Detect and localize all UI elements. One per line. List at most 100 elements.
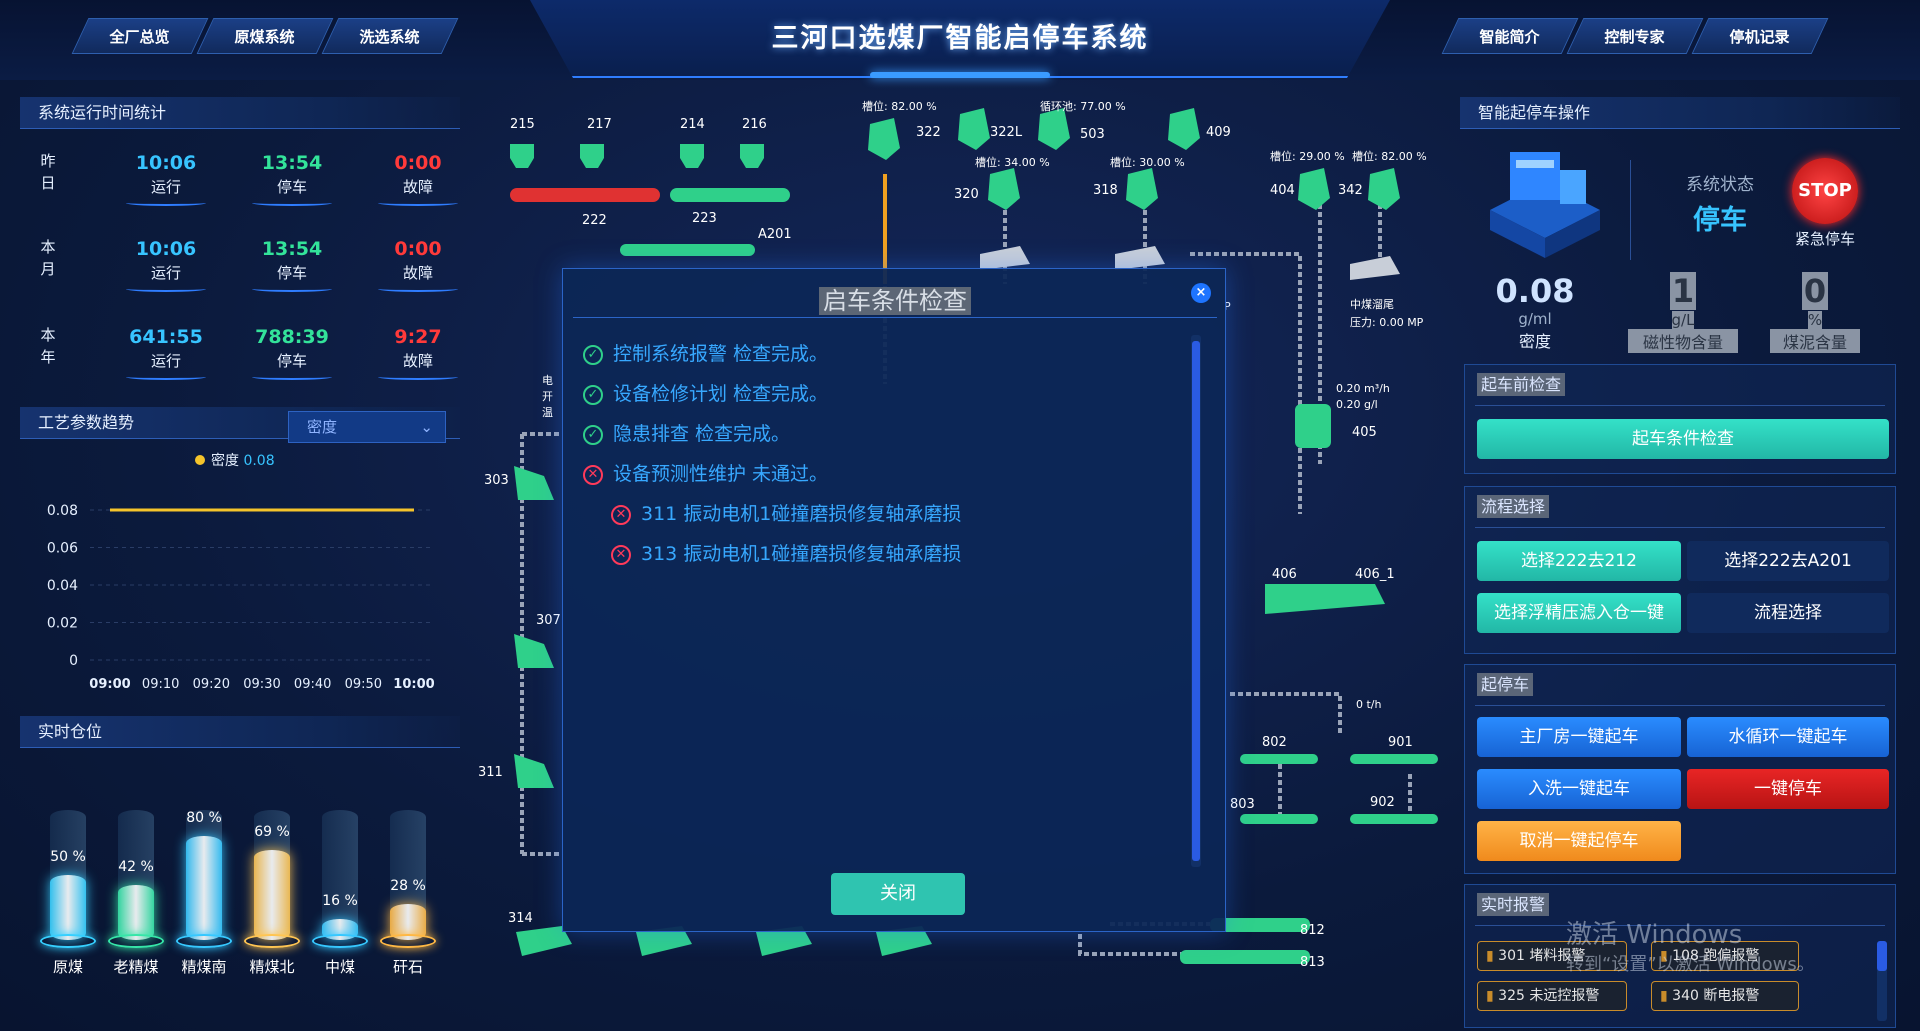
y-tick-label: 0.02 xyxy=(47,616,78,632)
startstop-section: 起停车 主厂房一键起车 水循环一键起车 入洗一键起车 一键停车 取消一键起停车 xyxy=(1464,664,1896,874)
x-tick-label: 09:10 xyxy=(142,677,179,692)
tab-raw-coal[interactable]: 原煤系统 xyxy=(196,18,334,54)
magnetic-readout: 1 g/L 磁性物含量 xyxy=(1628,272,1738,353)
readout: 槽位: 30.00 % xyxy=(1110,155,1185,169)
bin-fill xyxy=(186,836,222,940)
readout: 槽位: 34.00 % xyxy=(975,155,1050,169)
divider xyxy=(1475,705,1885,706)
x-tick-label: 09:40 xyxy=(294,677,331,692)
readout: 循环池: 77.00 % xyxy=(1040,100,1126,113)
alarm-scrollbar[interactable] xyxy=(1877,941,1887,1021)
screen-307 xyxy=(514,634,554,668)
tab-expert[interactable]: 控制专家 xyxy=(1566,18,1704,54)
cancel-startstop-button[interactable]: 取消一键起停车 xyxy=(1477,821,1681,861)
bin-column: 42 %老精煤 xyxy=(108,760,164,980)
emergency-stop-button[interactable]: STOP xyxy=(1792,158,1858,224)
divider xyxy=(1475,527,1885,528)
slime-readout: 0 % 煤泥含量 xyxy=(1770,272,1860,353)
list-item: ✕311 振动电机1碰撞磨损修复轴承磨损 xyxy=(583,499,1163,529)
scrollbar-thumb[interactable] xyxy=(1192,341,1200,861)
check-circle-icon: ✓ xyxy=(583,344,603,365)
eq-label: 812 xyxy=(1300,923,1325,938)
windows-watermark: 激活 Windows xyxy=(1566,920,1743,950)
feeder-icon xyxy=(516,926,572,956)
x-tick-label: 09:50 xyxy=(345,677,382,692)
belt-a201 xyxy=(620,244,755,256)
bin-base xyxy=(380,934,436,948)
readout: 0.20 g/l xyxy=(1336,398,1378,411)
check-circle-icon: ✓ xyxy=(583,424,603,445)
tank-icon xyxy=(1298,168,1330,210)
tab-stop-record[interactable]: 停机记录 xyxy=(1691,18,1829,54)
tank-405 xyxy=(1295,404,1331,448)
bucket-icon xyxy=(580,144,604,168)
machine-icon xyxy=(1470,140,1620,260)
windows-watermark-sub: 转到“设置”以激活 Windows。 xyxy=(1566,954,1815,975)
x-tick-label: 10:00 xyxy=(393,677,434,692)
divider xyxy=(1475,925,1885,926)
alarm-item[interactable]: ▮ 340 断电报警 xyxy=(1651,981,1799,1011)
readout: 压力: 0.00 MP xyxy=(1350,316,1424,329)
flow-222-a201-button[interactable]: 选择222去A201 xyxy=(1687,541,1889,581)
water-cycle-start-button[interactable]: 水循环一键起车 xyxy=(1687,717,1889,757)
alarm-item[interactable]: ▮ 325 未远控报警 xyxy=(1477,981,1627,1011)
bin-column: 69 %精煤北 xyxy=(244,760,300,980)
tank-icon xyxy=(1038,108,1070,150)
bin-fill xyxy=(254,850,290,940)
eq-label: 902 xyxy=(1370,795,1395,810)
section-title: 实时报警 xyxy=(1477,891,1550,916)
tank-icon xyxy=(1126,168,1158,210)
bin-column: 28 %矸石 xyxy=(380,760,436,980)
eq-label: 803 xyxy=(1230,797,1255,812)
tank-icon xyxy=(868,118,900,160)
bin-base xyxy=(176,934,232,948)
eq-label: 802 xyxy=(1262,735,1287,750)
bucket-icon xyxy=(740,144,764,168)
bin-fill xyxy=(118,885,154,940)
bucket-icon xyxy=(510,144,534,168)
alarm-item[interactable]: ▮ 108 跑偏报警 xyxy=(1651,941,1799,971)
bin-tube xyxy=(322,810,358,940)
bin-name: 矸石 xyxy=(392,958,423,976)
eq-label: 318 xyxy=(1093,183,1118,198)
bin-name: 精煤北 xyxy=(249,958,295,976)
close-button[interactable]: 关闭 xyxy=(831,873,965,915)
alarm-item[interactable]: ▮ 301 堵料报警 xyxy=(1477,941,1627,971)
bin-name: 原煤 xyxy=(52,958,83,976)
flow-select-button[interactable]: 流程选择 xyxy=(1687,593,1889,633)
tab-washing[interactable]: 洗选系统 xyxy=(321,18,459,54)
flow-float-press-button[interactable]: 选择浮精压滤入仓一键 xyxy=(1477,593,1681,633)
bin-percent: 80 % xyxy=(186,810,222,826)
close-icon[interactable]: × xyxy=(1191,283,1211,303)
eq-label: 503 xyxy=(1080,127,1105,142)
eq-label: 214 xyxy=(680,117,705,132)
eq-label: 406_1 xyxy=(1355,567,1395,582)
list-item: ✓隐患排查 检查完成。 xyxy=(583,419,1163,449)
readout: 槽位: 82.00 % xyxy=(1352,149,1427,163)
param-select[interactable]: 密度⌄ xyxy=(288,411,446,443)
bin-base xyxy=(40,934,96,948)
tab-intro[interactable]: 智能简介 xyxy=(1441,18,1579,54)
eq-label: 404 xyxy=(1270,183,1295,198)
section-title: 流程选择 xyxy=(1477,493,1550,518)
eq-label: 322L xyxy=(990,125,1023,140)
alarm-section: 实时报警 ▮ 301 堵料报警 ▮ 108 跑偏报警 ▮ 325 未远控报警 ▮… xyxy=(1464,884,1896,1028)
tab-overview[interactable]: 全厂总览 xyxy=(71,18,209,54)
flow-222-212-button[interactable]: 选择222去212 xyxy=(1477,541,1681,581)
wash-start-button[interactable]: 入洗一键起车 xyxy=(1477,769,1681,809)
status-label: 系统状态 xyxy=(1686,175,1754,195)
belt-223 xyxy=(670,188,790,202)
tank-icon xyxy=(958,108,990,150)
one-key-stop-button[interactable]: 一键停车 xyxy=(1687,769,1889,809)
start-condition-check-button[interactable]: 起车条件检查 xyxy=(1477,419,1889,459)
list-item: ✓设备检修计划 检查完成。 xyxy=(583,379,1163,409)
main-plant-start-button[interactable]: 主厂房一键起车 xyxy=(1477,717,1681,757)
